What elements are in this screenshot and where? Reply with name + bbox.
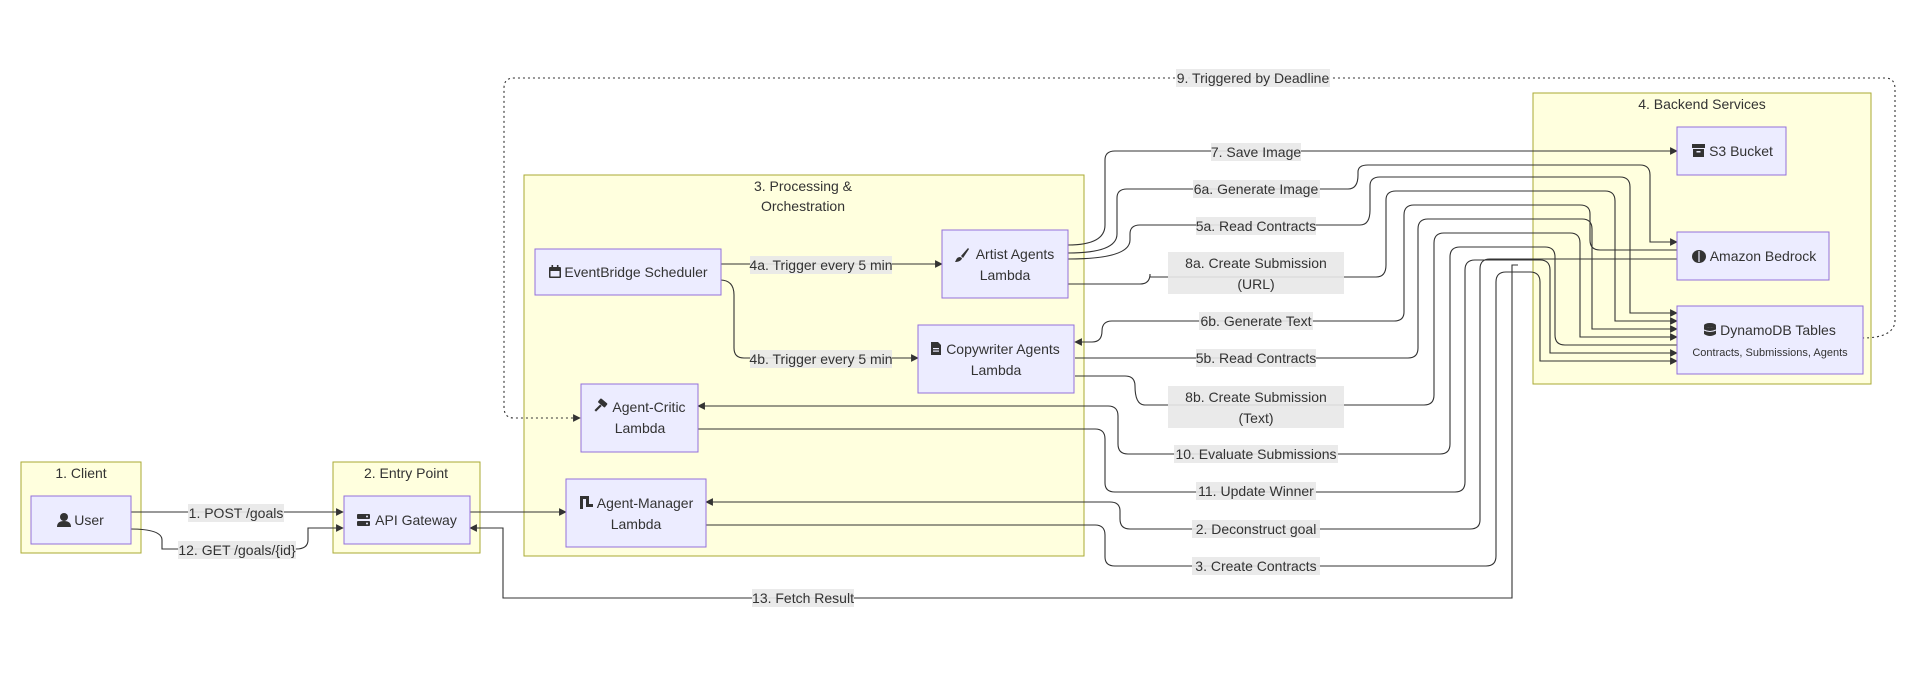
- edge-read-contracts-5a: [1067, 176, 1678, 317]
- database-icon: [1703, 323, 1717, 336]
- edge-read-contracts-5b: [1075, 218, 1678, 359]
- edge-label-create-submission-url-line2: (URL): [1237, 276, 1274, 292]
- node-copywriter-label-line1: Copywriter Agents: [946, 341, 1060, 357]
- node-critic-label-line1: Agent-Critic: [612, 399, 685, 415]
- edge-generate-text: [1074, 204, 1677, 346]
- edge-create-contracts: [706, 271, 1678, 567]
- subgraph-processing-title-line1: 3. Processing &: [754, 178, 853, 194]
- node-manager-label-line1: Agent-Manager: [597, 495, 694, 511]
- node-dynamodb-sublabel: Contracts, Submissions, Agents: [1692, 347, 1848, 359]
- node-api-gateway-label: API Gateway: [375, 512, 457, 528]
- node-artist-agents[interactable]: Artist Agents Lambda: [941, 229, 1069, 299]
- node-artist-label-line1: Artist Agents: [976, 246, 1055, 262]
- edge-label-update-winner: 11. Update Winner: [1198, 483, 1314, 499]
- node-copywriter-label-line2: Lambda: [971, 362, 1022, 378]
- node-s3-label: S3 Bucket: [1709, 143, 1773, 159]
- edge-label-get-goals: 12. GET /goals/{id}: [178, 542, 296, 558]
- edge-label-triggered-by-deadline: 9. Triggered by Deadline: [1177, 70, 1330, 86]
- edge-label-create-contracts: 3. Create Contracts: [1195, 558, 1316, 574]
- subgraph-client-title: 1. Client: [55, 465, 106, 481]
- gavel-icon: [594, 398, 608, 412]
- edge-label-evaluate-submissions: 10. Evaluate Submissions: [1175, 446, 1336, 462]
- edge-label-post-goals: 1. POST /goals: [189, 505, 284, 521]
- archive-icon: [1692, 144, 1705, 157]
- node-api-gateway[interactable]: API Gateway: [343, 495, 471, 545]
- edge-label-create-submission-text-line1: 8b. Create Submission: [1185, 389, 1327, 405]
- brain-icon: [1692, 250, 1706, 263]
- edge-label-generate-image: 6a. Generate Image: [1194, 181, 1319, 197]
- node-dynamodb-label: DynamoDB Tables: [1720, 322, 1836, 338]
- paintbrush-icon: [955, 248, 969, 262]
- edge-label-create-submission-text-line2: (Text): [1239, 410, 1274, 426]
- subgraph-processing-title-line2: Orchestration: [761, 198, 845, 214]
- edge-create-submission-url: [1068, 190, 1678, 325]
- edge-update-winner: [698, 259, 1678, 493]
- edge-label-fetch-result: 13. Fetch Result: [752, 590, 854, 606]
- edge-label-save-image: 7. Save Image: [1211, 144, 1301, 160]
- edge-evaluate-submissions: [697, 246, 1677, 455]
- node-manager-label-line2: Lambda: [611, 516, 662, 532]
- edge-generate-image: [1067, 164, 1678, 254]
- calendar-icon: [549, 265, 561, 278]
- node-agent-critic[interactable]: Agent-Critic Lambda: [580, 383, 699, 453]
- node-eventbridge-label: EventBridge Scheduler: [564, 264, 708, 280]
- edge-labels: 1. POST /goals 12. GET /goals/{id} 4a. T…: [178, 69, 1344, 607]
- node-artist-label-line2: Lambda: [980, 267, 1031, 283]
- edge-label-read-contracts-5b: 5b. Read Contracts: [1196, 350, 1317, 366]
- subgraph-backend-title: 4. Backend Services: [1638, 96, 1766, 112]
- edge-label-read-contracts-5a: 5a. Read Contracts: [1196, 218, 1317, 234]
- user-icon: [57, 513, 71, 527]
- subgraph-entry-title: 2. Entry Point: [364, 465, 448, 481]
- edge-label-trigger-4b: 4b. Trigger every 5 min: [749, 351, 892, 367]
- node-dynamodb-tables[interactable]: DynamoDB Tables Contracts, Submissions, …: [1676, 305, 1864, 375]
- edge-trigger-4b: [719, 279, 919, 362]
- node-user[interactable]: User: [30, 495, 132, 545]
- network-icon: [580, 496, 593, 509]
- node-user-label: User: [74, 512, 104, 528]
- node-copywriter-agents[interactable]: Copywriter Agents Lambda: [917, 324, 1075, 394]
- edge-label-trigger-4a: 4a. Trigger every 5 min: [749, 257, 892, 273]
- edge-triggered-by-deadline: [503, 77, 1896, 422]
- node-agent-manager[interactable]: Agent-Manager Lambda: [565, 478, 707, 548]
- node-s3-bucket[interactable]: S3 Bucket: [1676, 126, 1787, 176]
- node-critic-label-line2: Lambda: [615, 420, 666, 436]
- document-icon: [931, 342, 941, 355]
- edge-label-create-submission-url-line1: 8a. Create Submission: [1185, 255, 1327, 271]
- edge-create-submission-text: [1075, 232, 1678, 406]
- node-amazon-bedrock[interactable]: Amazon Bedrock: [1676, 231, 1830, 281]
- server-icon: [357, 514, 370, 526]
- edge-save-image: [1067, 147, 1678, 246]
- node-bedrock-label: Amazon Bedrock: [1710, 248, 1818, 264]
- edges: [129, 77, 1896, 599]
- node-eventbridge-scheduler[interactable]: EventBridge Scheduler: [534, 248, 722, 296]
- edge-label-deconstruct-goal: 2. Deconstruct goal: [1196, 521, 1317, 537]
- edge-fetch-result: [469, 264, 1518, 599]
- edge-label-generate-text: 6b. Generate Text: [1200, 313, 1311, 329]
